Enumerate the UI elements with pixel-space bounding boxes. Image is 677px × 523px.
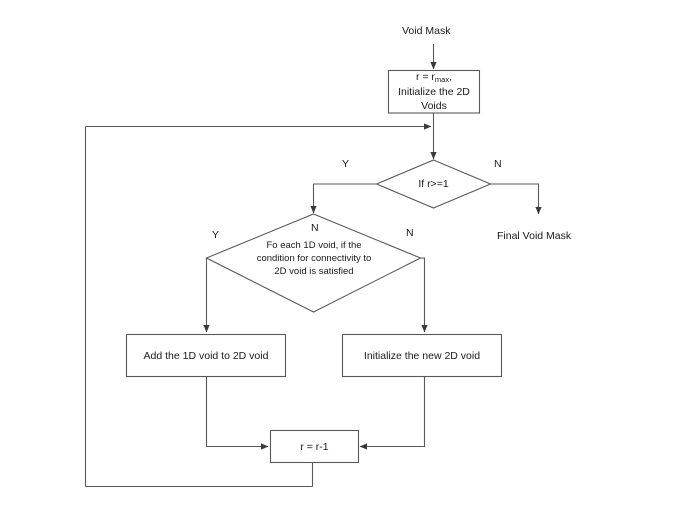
- edge-radius-yes: [310, 183, 377, 214]
- node-init-new-void-box: [341, 333, 503, 378]
- branch-label-connectivity-no: N: [406, 227, 414, 239]
- branch-label-radius-yes: Y: [342, 158, 350, 170]
- edge-init-new-void-to-decrement: [359, 376, 426, 450]
- branch-label-decision-no-secondary: N: [311, 222, 319, 234]
- branch-label-connectivity-yes: Y: [212, 229, 220, 241]
- node-init-box: [387, 69, 481, 114]
- edge-radius-no: [490, 183, 542, 215]
- edge-connectivity-no: [420, 257, 428, 333]
- node-decrement-box: [269, 429, 360, 464]
- node-decision-radius: [375, 159, 492, 209]
- end-terminator-label: Final Void Mask: [497, 230, 572, 242]
- node-add-void-box: [125, 333, 287, 378]
- branch-label-radius-no: N: [494, 158, 502, 170]
- start-terminator-label: Void Mask: [402, 25, 451, 37]
- node-decision-connectivity: [205, 213, 422, 313]
- edge-add-void-to-decrement: [205, 376, 269, 450]
